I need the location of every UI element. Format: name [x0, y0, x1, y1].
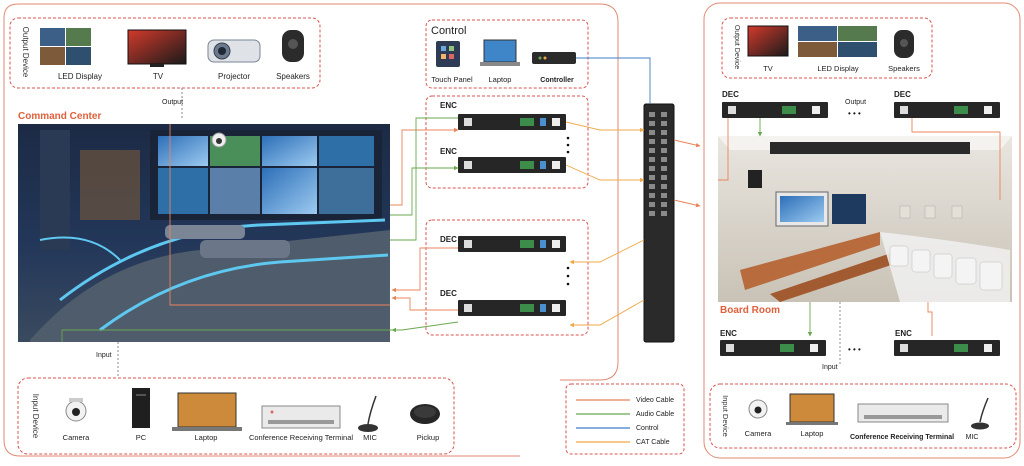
legend-audio-label: Audio Cable [636, 411, 674, 418]
cable-lines-left [61, 57, 701, 342]
output-label-right: Output [845, 99, 866, 106]
enc-right-label-2: ENC [895, 329, 912, 338]
dec-right-label-1: DEC [722, 90, 739, 99]
mic-icon [971, 397, 989, 430]
enc-panel-left: ENC ENC [425, 95, 589, 189]
right-system-frame [703, 2, 1021, 459]
dec-panel-left: DEC DEC [425, 219, 589, 336]
input-device-panel-left: Input Device Camera PC Laptop Conference… [17, 377, 455, 455]
input-left-label-conference-terminal: Conference Receiving Terminal [249, 433, 353, 442]
input-device-caption-left: Input Device [31, 394, 40, 439]
command-center-image [18, 124, 390, 342]
decoder-unit-icon [894, 102, 1000, 118]
output-right-label-tv: TV [763, 64, 773, 73]
output-left-label-led: LED Display [58, 72, 102, 81]
output-left-label-speakers: Speakers [276, 72, 310, 81]
left-system-frame [3, 3, 619, 457]
encoder-unit-icon [458, 157, 566, 173]
output-device-panel-left: Output Device LED Display TV Projector S… [9, 17, 321, 89]
decoder-unit-icon [458, 236, 566, 252]
encoder-unit-icon [720, 340, 826, 356]
control-title: Control [431, 25, 466, 37]
output-left-label-projector: Projector [218, 72, 250, 81]
led-display-icon [40, 28, 91, 65]
control-label-touch-panel: Touch Panel [431, 75, 473, 84]
laptop-icon [172, 392, 242, 431]
control-label-controller: Controller [540, 77, 574, 84]
enc-right-label-1: ENC [720, 329, 737, 338]
output-device-caption-right: Output Device [733, 25, 740, 69]
speaker-icon [282, 30, 304, 62]
input-device-caption-right: Input Device [721, 395, 730, 437]
input-left-label-mic: MIC [363, 433, 377, 442]
encoder-unit-icon [894, 340, 1000, 356]
legend-cat-label: CAT Cable [636, 439, 670, 446]
command-center-title: Command Center [18, 111, 101, 122]
output-left-label-tv: TV [153, 72, 164, 81]
legend: Video Cable Audio Cable Control CAT Cabl… [565, 383, 685, 455]
input-left-label-pickup: Pickup [417, 433, 440, 442]
projector-icon [207, 39, 261, 63]
laptop-icon [480, 39, 520, 66]
laptop-icon [786, 393, 838, 425]
legend-video-label: Video Cable [636, 397, 674, 404]
pickup-icon [410, 404, 440, 424]
led-display-icon [798, 26, 877, 57]
input-right-label-mic: MIC [966, 434, 979, 441]
dec-left-label-1: DEC [440, 235, 457, 244]
controller-icon [532, 52, 576, 64]
speaker-icon [894, 30, 914, 58]
input-right-label-laptop: Laptop [801, 429, 824, 438]
enc-left-label-2: ENC [440, 147, 457, 156]
board-room-title: Board Room [720, 305, 780, 316]
control-panel: Control Touch Panel Laptop Controller [425, 19, 589, 89]
input-left-label-pc: PC [136, 433, 147, 442]
conference-terminal-icon [261, 405, 341, 429]
network-switch-icon [643, 103, 675, 343]
input-left-label-camera: Camera [63, 433, 91, 442]
enc-left-label-1: ENC [440, 101, 457, 110]
cable-lines-right [718, 118, 1001, 366]
input-label-right: Input [822, 364, 838, 371]
input-right-label-conference-terminal: Conference Receiving Terminal [850, 434, 954, 441]
control-label-laptop: Laptop [489, 75, 512, 84]
board-room-image [718, 136, 1012, 302]
tv-icon [747, 25, 789, 57]
dec-left-label-2: DEC [440, 289, 457, 298]
output-right-label-speakers: Speakers [888, 64, 920, 73]
input-label-left: Input [96, 352, 112, 359]
touch-panel-icon [436, 41, 460, 67]
output-label-left: Output [162, 99, 183, 106]
output-device-panel-right: Output Device TV LED Display Speakers [721, 17, 933, 79]
tv-icon [127, 29, 187, 67]
legend-control-label: Control [636, 425, 659, 432]
camera-icon [65, 398, 87, 422]
camera-icon [748, 399, 768, 419]
decoder-unit-icon [458, 300, 566, 316]
ellipsis-right-bottom: • • • [848, 345, 861, 354]
dec-right-label-2: DEC [894, 90, 911, 99]
input-device-panel-right: Input Device Camera Laptop Conference Re… [709, 383, 1017, 449]
conference-terminal-icon [857, 403, 949, 423]
ellipsis-right-top: • • • [848, 109, 861, 118]
decoder-unit-icon [722, 102, 828, 118]
output-device-caption-left: Output Device [21, 27, 30, 78]
output-right-label-led: LED Display [817, 64, 859, 73]
encoder-unit-icon [458, 114, 566, 130]
input-right-label-camera: Camera [745, 429, 773, 438]
mic-icon [358, 395, 378, 432]
input-left-label-laptop: Laptop [195, 433, 218, 442]
pc-icon [132, 388, 150, 428]
